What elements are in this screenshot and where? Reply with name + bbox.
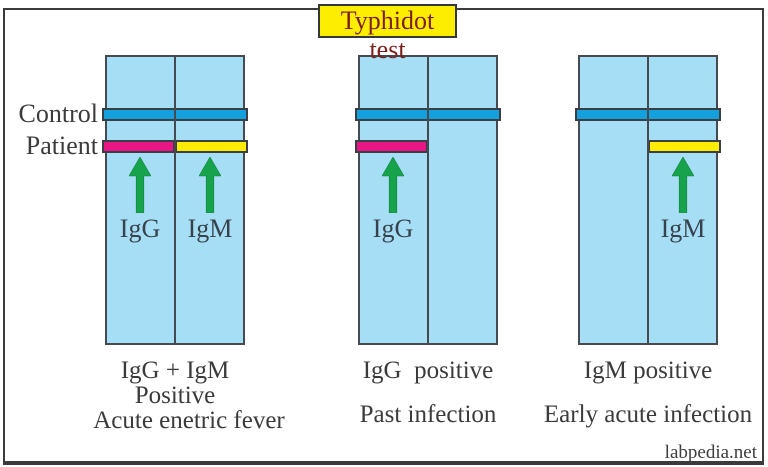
up-arrow-icon — [382, 157, 404, 213]
patient-row-label: Patient — [25, 131, 98, 160]
panel-caption: IgG positive Past infection — [258, 358, 598, 427]
lane-label-igm: IgM — [660, 214, 706, 243]
caption-line: IgG positive — [362, 357, 494, 384]
patient-band-igg — [355, 140, 428, 153]
lane-label-igm: IgM — [187, 214, 233, 243]
up-arrow-icon — [199, 157, 221, 213]
patient-band-igg — [102, 140, 175, 153]
strip-divider — [427, 55, 429, 345]
caption-line: IgM positive — [583, 357, 713, 384]
test-strip-panel-1: IgG IgM IgG + IgM Positive Acute enetric… — [93, 55, 285, 433]
caption-line: IgG + IgM — [120, 357, 230, 384]
diagram-title-box: Typhidot test — [318, 4, 457, 64]
panel-caption: IgM positive Early acute infection — [478, 358, 768, 427]
caption-line: Past infection — [359, 401, 497, 428]
panel-caption: IgG + IgM Positive Acute enetric fever — [5, 358, 345, 433]
watermark-text: labpedia.net — [664, 442, 757, 463]
up-arrow-icon — [672, 157, 694, 213]
strip-divider — [174, 55, 176, 345]
patient-band-igm — [175, 140, 248, 153]
caption-line: Acute enetric fever — [93, 407, 285, 434]
test-strip-panel-2: IgG IgG positive Past infection — [355, 55, 501, 427]
strip-divider — [647, 55, 649, 345]
lane-label-igg: IgG — [119, 214, 161, 243]
caption-line: Early acute infection — [543, 401, 753, 428]
diagram-title: Typhidot test — [340, 6, 435, 64]
caption-line: Positive — [134, 382, 216, 409]
up-arrow-icon — [129, 157, 151, 213]
patient-band-igm — [648, 140, 721, 153]
lane-label-igg: IgG — [372, 214, 414, 243]
control-row-label: Control — [18, 99, 98, 128]
test-strip-panel-3: IgM IgM positive Early acute infection — [544, 55, 752, 427]
